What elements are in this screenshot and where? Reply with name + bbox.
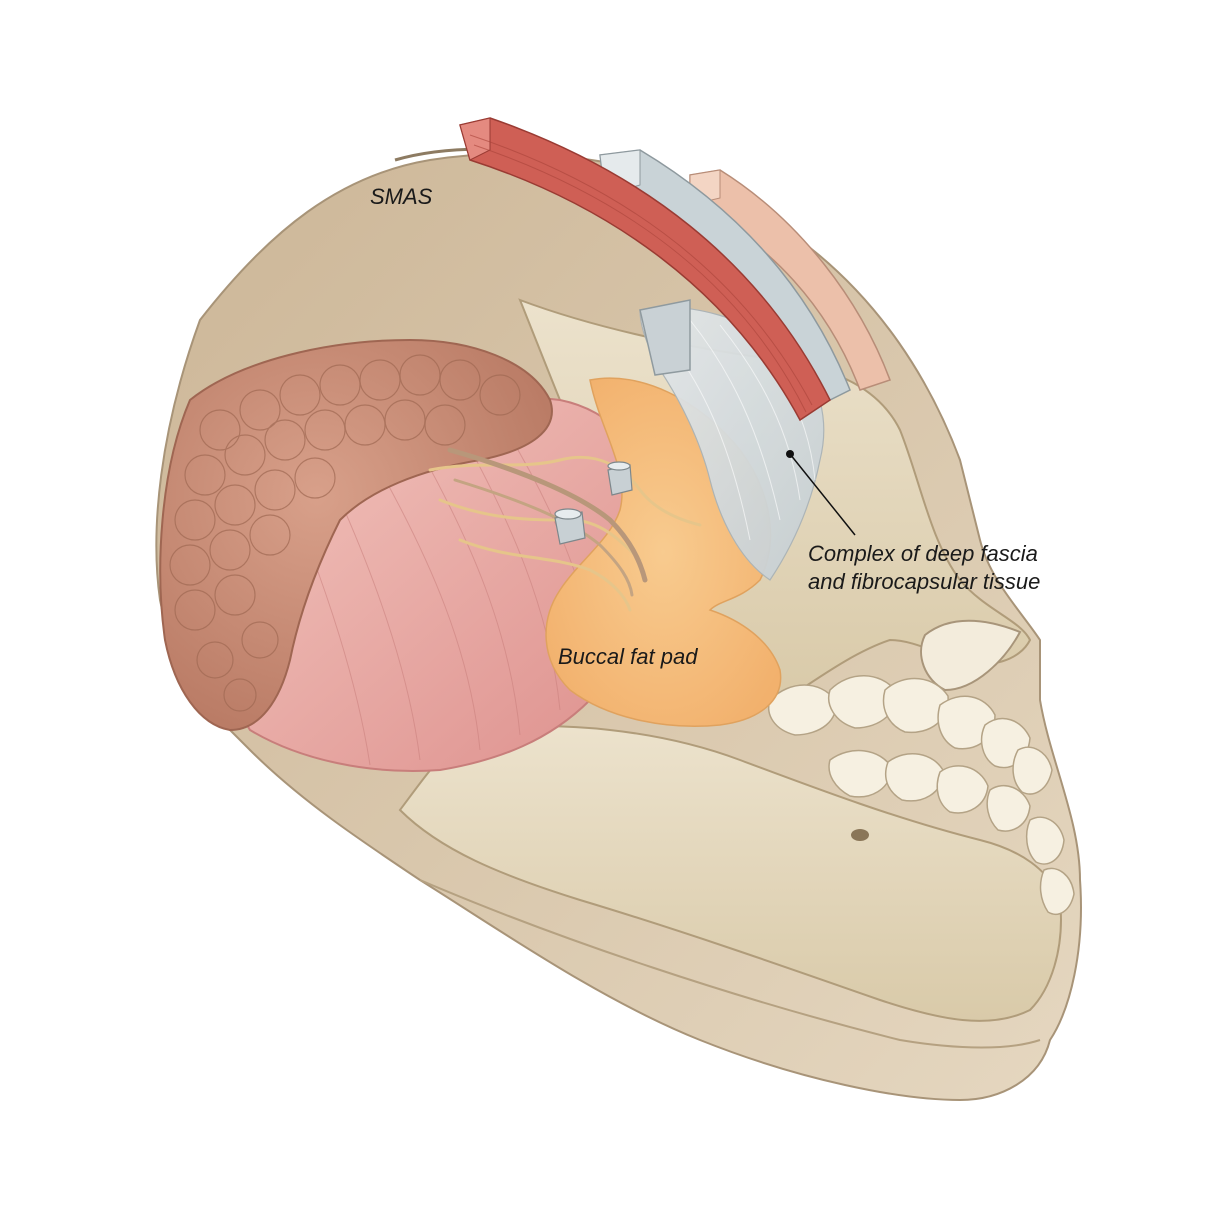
mental-foramen bbox=[851, 829, 869, 841]
nasal-aperture bbox=[920, 619, 1022, 692]
ligament-pegs bbox=[554, 461, 633, 545]
parotid-duct-lower bbox=[453, 478, 634, 597]
smas-label: SMAS bbox=[370, 184, 433, 209]
smas-flap bbox=[459, 117, 891, 422]
complex-leader bbox=[786, 450, 856, 536]
deep-fascia-complex-label-line2: and fibrocapsular tissue bbox=[808, 569, 1041, 594]
upper-teeth bbox=[768, 675, 1053, 795]
chin-contour bbox=[419, 879, 1041, 1049]
deep-fascia-complex-label: Complex of deep fascia and fibrocapsular… bbox=[808, 540, 1040, 596]
parotid-gland bbox=[159, 338, 553, 732]
retaining-ligament bbox=[639, 299, 691, 376]
deep-fascia-complex-label-line1: Complex of deep fascia bbox=[808, 541, 1038, 566]
parotid-lobules bbox=[169, 354, 521, 712]
parotid-duct bbox=[447, 447, 648, 583]
buccal-fat-pad-label: Buccal fat pad bbox=[558, 644, 698, 669]
smas-muscle-fibers bbox=[469, 134, 813, 413]
smas-muscle-layer bbox=[459, 117, 831, 422]
mandible bbox=[398, 725, 1062, 1022]
lower-teeth bbox=[828, 749, 1075, 915]
